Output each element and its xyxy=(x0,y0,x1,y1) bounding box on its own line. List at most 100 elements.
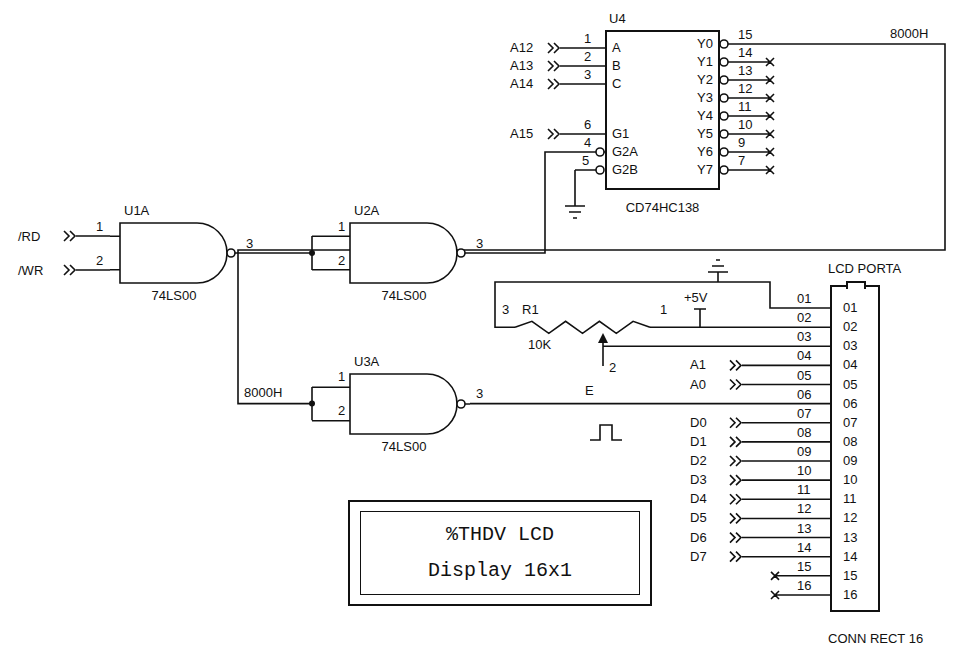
signal-name: A13 xyxy=(510,58,533,73)
pin-number: 08 xyxy=(843,434,857,449)
pin-number: 3 xyxy=(246,236,253,251)
address-label: 8000H xyxy=(244,385,282,400)
supply-label: +5V xyxy=(684,290,708,305)
signal-name: D1 xyxy=(690,434,707,449)
address-label: 8000H xyxy=(890,26,928,41)
signal-name: D5 xyxy=(690,510,707,525)
wire xyxy=(240,252,312,254)
pin-name: Y0 xyxy=(697,36,713,51)
nand-gate: U2A74LS00 xyxy=(312,222,470,284)
signal-name: D6 xyxy=(690,530,707,545)
junction-dot xyxy=(309,250,315,256)
part-number: 74LS00 xyxy=(152,288,197,303)
pin-number: 07 xyxy=(797,406,811,421)
part-ref: LCD PORTA xyxy=(828,261,901,276)
pin-number: 09 xyxy=(843,453,857,468)
signal-name: A14 xyxy=(510,76,533,91)
pin-name: Y1 xyxy=(697,54,713,69)
pin-number: 06 xyxy=(843,396,857,411)
inverter-bubble xyxy=(720,58,728,66)
pin-name: G2A xyxy=(612,144,638,159)
pin-number: 13 xyxy=(738,63,752,78)
pin-name: A xyxy=(612,40,621,55)
inverter-bubble xyxy=(596,166,604,174)
nand-gate: U3A74LS00 xyxy=(312,373,470,435)
pin-name: C xyxy=(612,76,621,91)
inverter-bubble xyxy=(720,40,728,48)
inverter-bubble xyxy=(720,148,728,156)
display-text: %THDV LCD xyxy=(446,523,554,547)
part-value: 10K xyxy=(528,337,551,352)
nand-symbol xyxy=(110,222,240,284)
part-number: 74LS00 xyxy=(382,439,427,454)
pin-number: 15 xyxy=(843,568,857,583)
pin-number: 05 xyxy=(843,377,857,392)
pin-number: 12 xyxy=(843,510,857,525)
inverter-bubble xyxy=(720,94,728,102)
pin-number: 6 xyxy=(584,117,591,132)
pin-number: 12 xyxy=(738,81,752,96)
supply-wire xyxy=(694,309,706,327)
pin-number: 14 xyxy=(797,540,811,555)
pin-name: Y4 xyxy=(697,108,713,123)
wire xyxy=(470,152,605,253)
pin-number: 10 xyxy=(738,117,752,132)
pin-number: 08 xyxy=(797,425,811,440)
contrast-wire xyxy=(495,282,830,327)
pin-number: 2 xyxy=(338,253,345,268)
pin-number: 3 xyxy=(584,67,591,82)
lcd-display: %THDV LCD Display 16x1 xyxy=(348,500,652,606)
pin-number: 16 xyxy=(843,587,857,602)
signal-name: A15 xyxy=(510,126,533,141)
pin-number: 10 xyxy=(797,463,811,478)
pin-name: G2B xyxy=(612,162,638,177)
pin-number: 1 xyxy=(338,219,345,234)
signal-name: /RD xyxy=(18,229,40,244)
pin-number: 01 xyxy=(843,300,857,315)
pin-number: 03 xyxy=(843,338,857,353)
pin-number: 14 xyxy=(843,549,857,564)
connector-notch xyxy=(846,281,866,289)
pin-number: 11 xyxy=(797,482,811,497)
pin-name: Y6 xyxy=(697,144,713,159)
wiper-arrow xyxy=(598,333,608,343)
pin-number: 3 xyxy=(502,302,509,317)
ground-symbol xyxy=(708,260,728,282)
pin-number: 06 xyxy=(797,387,811,402)
part-number: CD74HC138 xyxy=(626,200,700,215)
input-wire xyxy=(76,236,110,270)
ground-wire xyxy=(565,170,596,218)
wire xyxy=(470,403,830,405)
pin-number: 1 xyxy=(584,31,591,46)
pin-number: 02 xyxy=(843,319,857,334)
signal-name: D3 xyxy=(690,472,707,487)
pulse-symbol xyxy=(590,425,622,440)
signal-name: A1 xyxy=(690,357,706,372)
pin-number: 2 xyxy=(96,253,103,268)
pin-number: 16 xyxy=(797,578,811,593)
pin-name: B xyxy=(612,58,621,73)
display-text: Display 16x1 xyxy=(428,559,572,583)
signal-name: A12 xyxy=(510,40,533,55)
pin-number: 11 xyxy=(738,99,752,114)
part-number: CONN RECT 16 xyxy=(828,631,923,646)
pin-number: 15 xyxy=(738,27,752,42)
part-ref: U1A xyxy=(124,203,149,218)
pin-number: 7 xyxy=(738,153,745,168)
signal-name: /WR xyxy=(18,263,43,278)
pin-name: Y3 xyxy=(697,90,713,105)
inverter-bubble xyxy=(720,112,728,120)
pin-number: 13 xyxy=(797,521,811,536)
signal-name: A0 xyxy=(690,377,706,392)
resistor-symbol xyxy=(515,321,650,333)
pin-name: Y2 xyxy=(697,72,713,87)
pin-number: 1 xyxy=(338,369,345,384)
nand-symbol xyxy=(312,222,470,284)
part-ref: U3A xyxy=(354,354,379,369)
pin-number: 05 xyxy=(797,368,811,383)
pin-number: 04 xyxy=(797,348,811,363)
signal-name: D2 xyxy=(690,453,707,468)
wiper-wire xyxy=(603,341,830,366)
part-number: 74LS00 xyxy=(382,288,427,303)
pin-number: 01 xyxy=(797,291,811,306)
